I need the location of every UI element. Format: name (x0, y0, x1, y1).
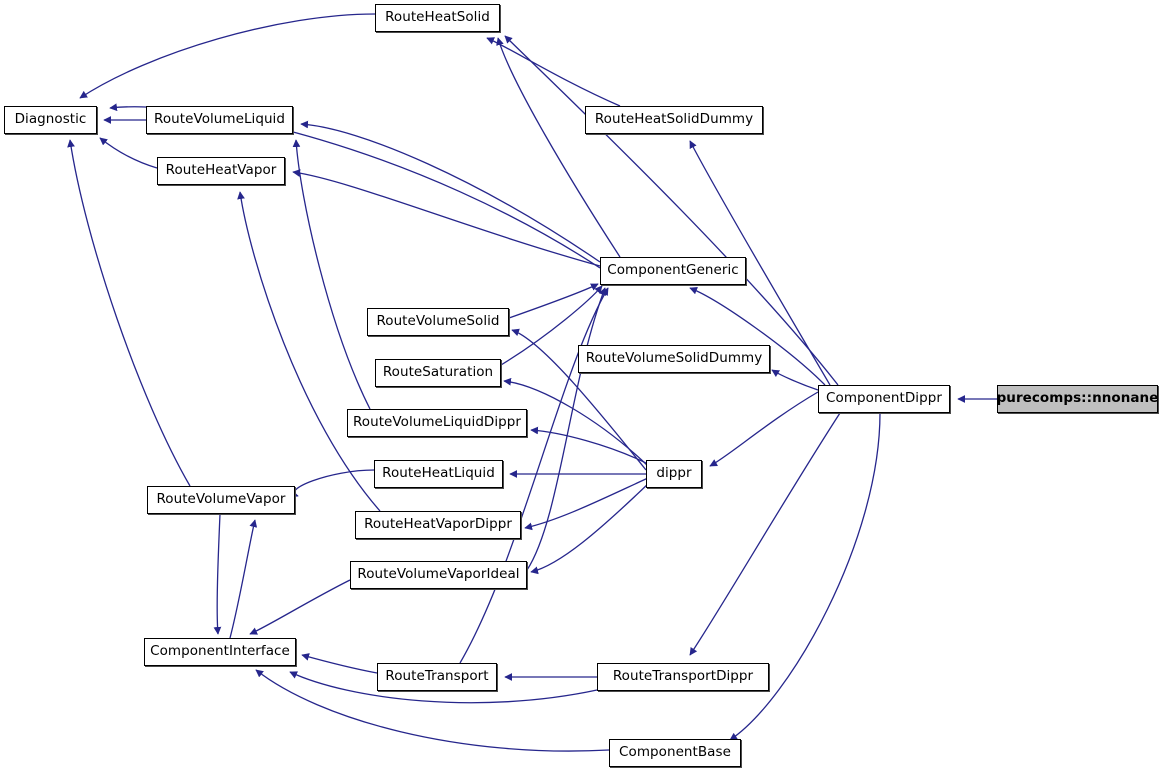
class-node-routetransport[interactable]: RouteTransport (377, 663, 497, 691)
inheritance-edge (79, 13, 376, 99)
class-node-label: RouteTransportDippr (612, 668, 754, 685)
inheritance-edge (771, 369, 819, 391)
class-node-routevolumevapor[interactable]: RouteVolumeVapor (147, 486, 295, 514)
class-node-routeheatliquid[interactable]: RouteHeatLiquid (374, 460, 503, 488)
class-node-label: RouteVolumeLiquidDippr (352, 414, 522, 431)
class-node-routesaturation[interactable]: RouteSaturation (375, 359, 501, 387)
class-node-label: RouteVolumeSolid (376, 313, 500, 330)
class-node-routevolumesoliddummy[interactable]: RouteVolumeSolidDummy (578, 345, 770, 373)
class-node-routevolumevaporideal[interactable]: RouteVolumeVaporIdeal (350, 561, 527, 589)
class-node-label: dippr (656, 465, 692, 482)
class-node-routeheatsoliddummy[interactable]: RouteHeatSolidDummy (585, 106, 763, 134)
class-node-routeheatvapordippr[interactable]: RouteHeatVaporDippr (355, 511, 521, 539)
class-node-label: RouteHeatLiquid (382, 465, 495, 482)
class-node-componentbase[interactable]: ComponentBase (609, 739, 741, 767)
class-node-routevolumeliquiddippr[interactable]: RouteVolumeLiquidDippr (347, 409, 527, 437)
class-node-label: ComponentInterface (150, 643, 290, 660)
class-node-label: RouteVolumeVaporIdeal (357, 566, 520, 583)
inheritance-edge (486, 37, 621, 107)
class-node-dippr[interactable]: dippr (646, 460, 702, 488)
class-node-label: ComponentDippr (826, 390, 942, 407)
inheritance-edge (292, 169, 601, 267)
class-node-label: Diagnostic (14, 111, 87, 128)
inheritance-edge (99, 137, 158, 169)
class-node-label: ComponentGeneric (607, 262, 739, 279)
inheritance-edge (526, 287, 607, 571)
class-node-label: RouteHeatSolid (385, 9, 490, 26)
class-node-componentdippr[interactable]: ComponentDippr (818, 385, 950, 413)
inheritance-edge (301, 653, 378, 674)
inheritance-edge (496, 37, 621, 258)
class-node-componentinterface[interactable]: ComponentInterface (144, 638, 296, 666)
inheritance-edge (300, 120, 601, 263)
class-node-routeheatvapor[interactable]: RouteHeatVapor (157, 157, 285, 185)
inheritance-edge (292, 139, 371, 410)
inheritance-edge (689, 412, 841, 656)
inheritance-edge (229, 519, 258, 639)
class-node-routevolumeliquid[interactable]: RouteVolumeLiquid (146, 106, 293, 134)
inheritance-edge (249, 579, 351, 635)
class-node-label: RouteTransport (385, 668, 489, 685)
class-node-label: RouteSaturation (382, 364, 494, 381)
inheritance-edge (530, 426, 649, 465)
class-node-label: RouteHeatSolidDummy (594, 111, 754, 128)
inheritance-edge (213, 513, 222, 635)
inheritance-edge (67, 139, 191, 487)
class-node-purecomps-nnonane[interactable]: purecomps::nnonane (997, 385, 1158, 413)
inheritance-edge (508, 283, 599, 319)
class-node-routevolumesolid[interactable]: RouteVolumeSolid (367, 308, 509, 336)
class-node-label: RouteVolumeLiquid (154, 111, 285, 128)
class-node-label: RouteHeatVaporDippr (364, 516, 512, 533)
class-node-label: RouteHeatVapor (165, 162, 277, 179)
inheritance-edge (290, 469, 375, 498)
class-node-diagnostic[interactable]: Diagnostic (4, 106, 97, 134)
class-node-label: RouteVolumeVapor (156, 491, 286, 508)
inheritance-edge (524, 477, 649, 531)
class-node-label: purecomps::nnonane (996, 390, 1159, 407)
inheritance-edge (709, 391, 819, 467)
class-node-routeheatsolid[interactable]: RouteHeatSolid (375, 4, 500, 32)
class-node-label: ComponentBase (619, 744, 731, 761)
class-node-routetransportdippr[interactable]: RouteTransportDippr (597, 663, 769, 691)
inheritance-edge (237, 191, 381, 512)
class-node-label: RouteVolumeSolidDummy (585, 350, 763, 367)
class-node-componentgeneric[interactable]: ComponentGeneric (600, 257, 746, 285)
inheritance-edge (504, 35, 839, 386)
inheritance-edge (530, 481, 651, 575)
